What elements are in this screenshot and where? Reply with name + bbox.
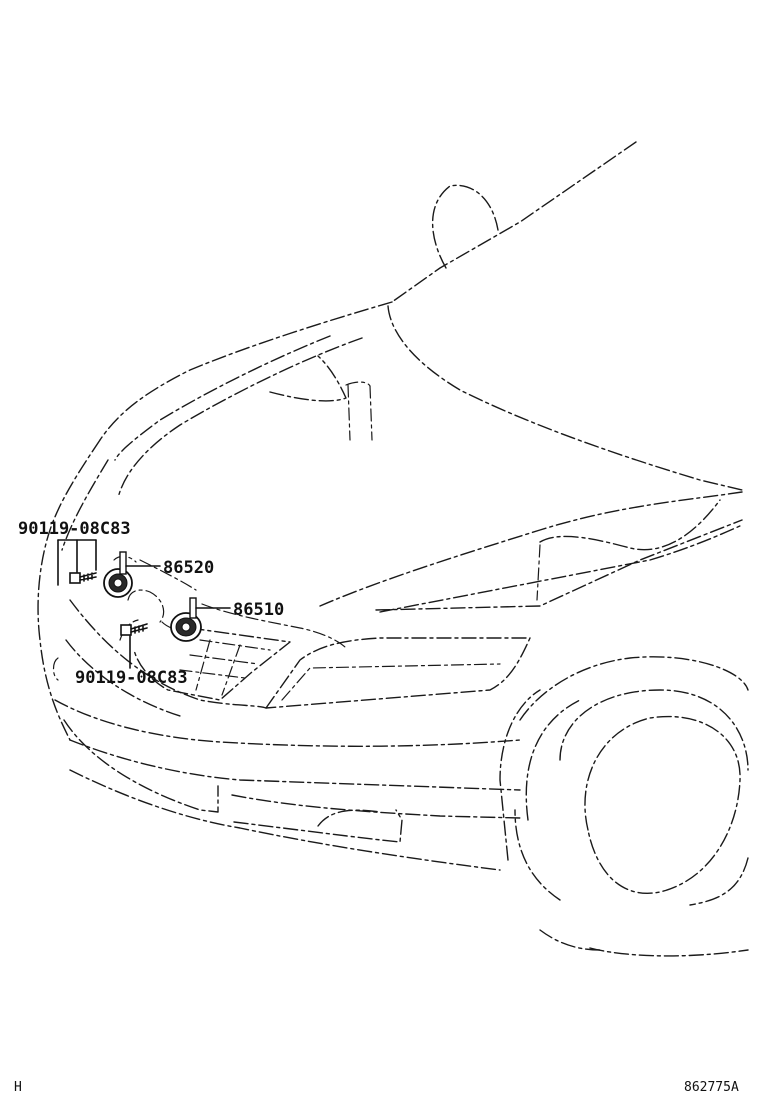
- horn-86520-label: 86520: [163, 558, 214, 578]
- bolt-lower-label: 90119-08C83: [75, 668, 188, 688]
- horn-86510-part: [170, 597, 202, 642]
- diagram-id: 862775A: [684, 1080, 739, 1095]
- bolt-upper-part: [69, 572, 97, 584]
- bolt-upper-label: 90119-08C83: [18, 519, 131, 539]
- horn-86510-label: 86510: [233, 600, 284, 620]
- footer-left-code: H: [14, 1080, 22, 1095]
- horn-86520-part: [103, 551, 133, 598]
- bolt-lower-part: [120, 623, 148, 636]
- leader-lines: [57, 539, 231, 669]
- car-body-outline: [37, 141, 749, 957]
